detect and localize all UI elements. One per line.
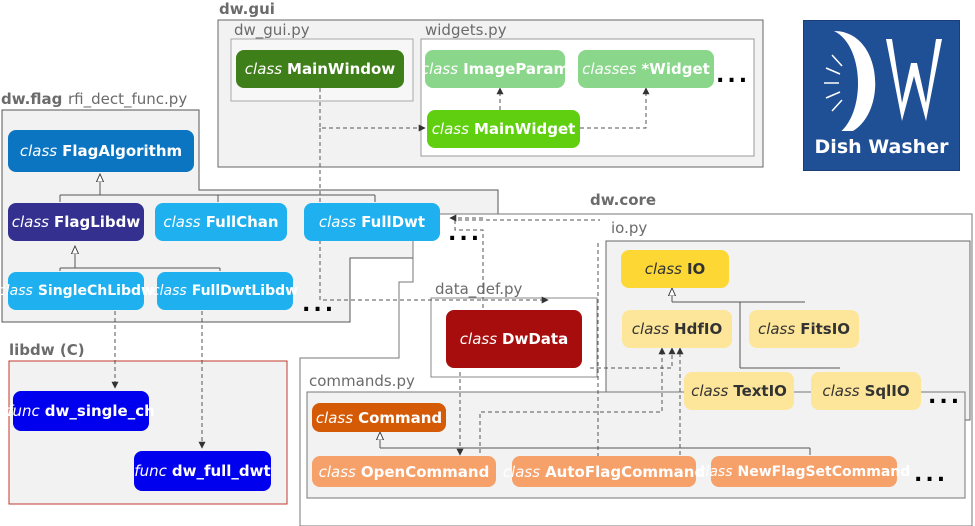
class-keyword: class (697, 463, 733, 480)
node-name: MainWidget (473, 120, 576, 138)
node-name: NewFlagSetCommand (737, 463, 911, 480)
node-name: OpenCommand (360, 462, 490, 481)
node-name: Command (358, 408, 443, 427)
node-name: FullDwtLibdw (191, 283, 299, 299)
node-name: FullChan (205, 213, 279, 231)
package-label-core: dw.core (590, 191, 657, 209)
package-label-flag: dw.flag (1, 90, 63, 108)
class-keyword: class (757, 320, 796, 338)
commands-ellipsis: ... (914, 462, 949, 487)
class-keyword: class (691, 382, 729, 400)
file-label-io: io.py (611, 219, 648, 237)
widget-node[interactable]: classes*Widget (578, 50, 714, 88)
node-name: HdfIO (674, 320, 723, 338)
class-keyword: class (431, 120, 469, 138)
node-name: *Widget (641, 60, 710, 78)
class-keyword: class (151, 283, 187, 299)
io-ellipsis: ... (928, 384, 963, 409)
node-name: FlagAlgorithm (62, 142, 183, 160)
file-label-commands: commands.py (309, 372, 415, 390)
class-keyword: class (11, 213, 49, 231)
class-keyword: class (822, 382, 860, 400)
node-name: SingleChLibdw (37, 283, 154, 299)
func-keyword: func (7, 402, 40, 420)
node-name: SqlIO (864, 382, 910, 400)
class-keyword: class (459, 330, 498, 348)
class-keyword: class (0, 283, 33, 299)
dw-logo-icon (824, 31, 942, 131)
class-keyword: class (318, 213, 357, 231)
class-keyword: class (19, 142, 58, 160)
class-keyword: class (318, 462, 356, 481)
file-label-widgets: widgets.py (425, 21, 507, 39)
node-name: dw_full_dwt (171, 462, 271, 480)
file-label-rfi-dect-func: rfi_dect_func.py (68, 90, 188, 108)
node-name: FullDwt (361, 213, 426, 231)
node-name: AutoFlagCommand (545, 462, 706, 481)
node-name: MainWindow (287, 60, 396, 78)
node-name: FlagLibdw (53, 213, 141, 231)
logo-text: Dish Washer (814, 136, 949, 158)
class-keyword: class (631, 320, 670, 338)
node-name: ImageParam (463, 60, 570, 78)
node-name: TextIO (733, 382, 787, 400)
flag-ellipsis-bottom: ... (302, 292, 337, 317)
class-keyword: class (163, 213, 201, 231)
package-label-libdw: libdw (C) (9, 341, 85, 359)
flag-ellipsis-top: ... (448, 221, 483, 246)
widgets-ellipsis: ... (716, 63, 751, 88)
node-name: IO (686, 260, 706, 278)
package-label-gui: dw.gui (219, 0, 275, 18)
class-keyword: class (420, 60, 459, 78)
class-keyword: class (502, 462, 541, 481)
node-name: DwData (502, 330, 569, 348)
node-name: dw_single_ch (44, 402, 155, 420)
file-label-dw-gui: dw_gui.py (234, 21, 310, 39)
func-keyword: func (134, 462, 167, 480)
class-keyword: class (315, 408, 354, 427)
dish-washer-logo: Dish Washer (803, 20, 960, 171)
node-name: FitsIO (800, 320, 851, 338)
classes-keyword: classes (582, 60, 637, 78)
class-keyword: class (244, 60, 283, 78)
file-label-data-def: data_def.py (435, 280, 523, 298)
class-keyword: class (644, 260, 682, 278)
